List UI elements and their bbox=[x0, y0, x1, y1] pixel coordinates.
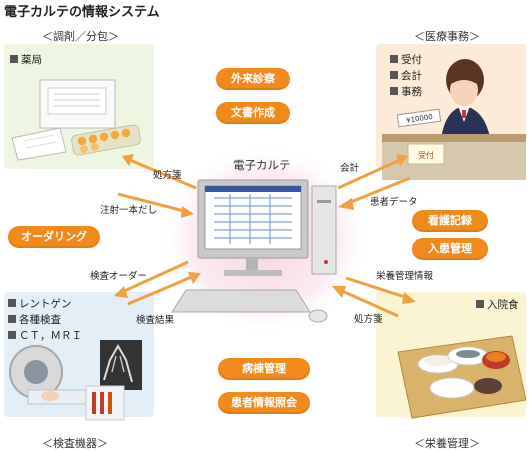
label-patient-data: 患者データ bbox=[370, 197, 418, 208]
caption-nutrition: ＜栄養管理＞ bbox=[414, 437, 480, 450]
label-test-order: 検査オーダー bbox=[90, 271, 148, 282]
item-kaikei: 会計 bbox=[390, 68, 422, 83]
page-title: 電子カルテの情報システム bbox=[4, 5, 160, 20]
pharmacy-illustration bbox=[11, 79, 141, 161]
exam-equipment-illustration bbox=[9, 340, 142, 421]
flow-arrows bbox=[114, 154, 416, 318]
computer-illustration bbox=[171, 179, 337, 323]
arrow-patient-data bbox=[338, 176, 411, 210]
pill-documents: 文書作成 bbox=[216, 102, 290, 124]
square-bullet-icon bbox=[10, 55, 18, 63]
caption-medical-office: ＜医療事務＞ bbox=[414, 30, 480, 43]
pill-ordering: オーダリング bbox=[8, 226, 100, 248]
item-jimu: 事務 bbox=[390, 84, 422, 99]
receipt-amount: ¥10000 bbox=[406, 113, 434, 125]
label-prescription-left: 処方箋 bbox=[153, 170, 182, 181]
card-label: 受付 bbox=[418, 150, 434, 160]
caption-pharmacy: ＜調剤／分包＞ bbox=[42, 30, 119, 43]
square-bullet-icon bbox=[8, 299, 16, 307]
pill-patient-info: 患者情報照会 bbox=[218, 392, 310, 414]
label-test-result: 検査結果 bbox=[136, 315, 175, 326]
caption-exam-equipment: ＜検査機器＞ bbox=[42, 437, 108, 450]
item-ct-mri: ＣＴ，ＭＲＩ bbox=[8, 328, 82, 343]
square-bullet-icon bbox=[476, 300, 484, 308]
label-injection: 注射一本だし bbox=[100, 205, 158, 216]
item-xray: レントゲン bbox=[8, 296, 72, 311]
arrow-prescription-right bbox=[332, 286, 399, 318]
center-label: 電子カルテ bbox=[233, 158, 291, 172]
label-accounting: 会計 bbox=[340, 163, 360, 174]
arrow-injection bbox=[117, 192, 194, 218]
pill-ward: 病棟管理 bbox=[218, 358, 310, 380]
item-uketsuke: 受付 bbox=[390, 52, 422, 67]
item-yakkyoku: 薬局 bbox=[10, 52, 42, 67]
arrow-nutrition-info bbox=[345, 276, 416, 304]
label-nutrition-info: 栄養管理情報 bbox=[376, 271, 434, 282]
label-prescription-right: 処方箋 bbox=[354, 314, 383, 325]
arrow-test-result bbox=[127, 272, 201, 306]
square-bullet-icon bbox=[8, 315, 16, 323]
pill-nursing: 看護記録 bbox=[412, 210, 488, 232]
meal-tray-illustration bbox=[397, 335, 527, 419]
arrow-prescription-left bbox=[122, 154, 197, 190]
square-bullet-icon bbox=[390, 87, 398, 95]
square-bullet-icon bbox=[390, 55, 398, 63]
arrow-accounting bbox=[337, 154, 408, 190]
clerk-illustration bbox=[382, 59, 526, 180]
square-bullet-icon bbox=[390, 71, 398, 79]
square-bullet-icon bbox=[8, 331, 16, 339]
pill-outpatient: 外来診察 bbox=[216, 68, 290, 90]
item-nyuinshoku: 入院食 bbox=[476, 297, 519, 312]
arrow-test-order bbox=[114, 260, 189, 298]
item-tests: 各種検査 bbox=[8, 312, 61, 327]
pill-admission: 入患管理 bbox=[412, 238, 488, 260]
